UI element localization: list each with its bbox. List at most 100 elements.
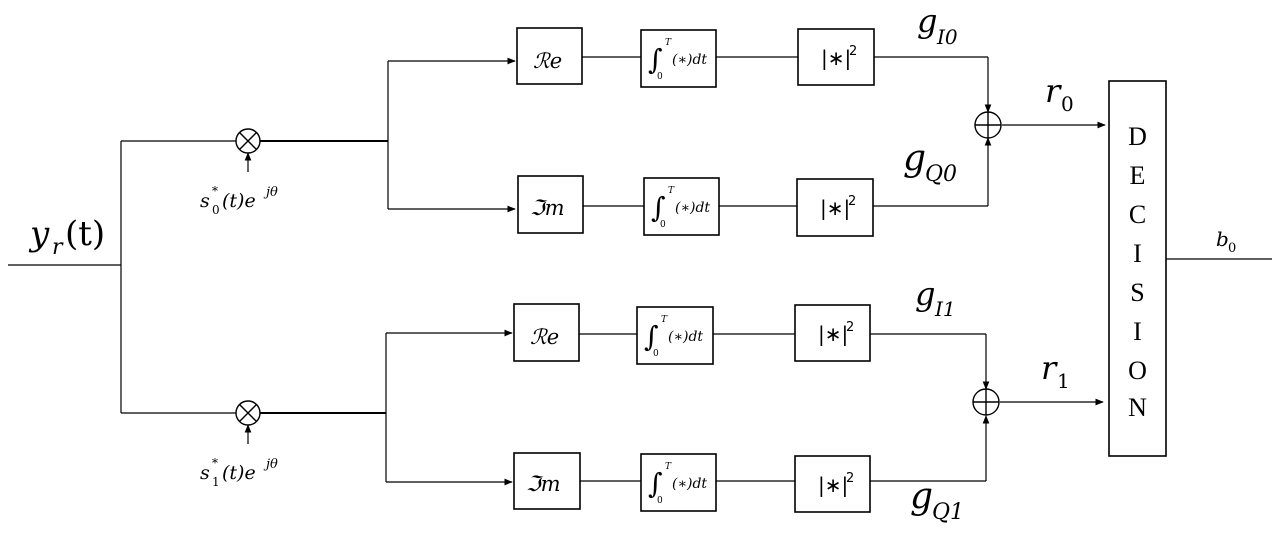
svg-text:|∗|: |∗| (818, 473, 848, 497)
summer-1 (972, 388, 1000, 416)
svg-text:T: T (665, 462, 672, 472)
squarer-block-3 (794, 455, 871, 513)
svg-text:(∗)dt: (∗)dt (668, 329, 703, 345)
re-block-0 (516, 27, 583, 85)
svg-text:(∗)dt: (∗)dt (672, 476, 707, 492)
svg-text:T: T (665, 38, 672, 48)
svg-text:I: I (1133, 239, 1142, 268)
svg-text:(∗)dt: (∗)dt (672, 52, 707, 68)
svg-text:g: g (915, 275, 935, 313)
re-block-1 (513, 303, 580, 362)
svg-text:C: C (1129, 200, 1146, 229)
summer-0 (974, 111, 1002, 139)
g-q0-label: g Q0 (903, 138, 957, 187)
svg-text:g: g (910, 476, 933, 517)
integrator-label-3: ∫ T 0 (∗)dt (648, 462, 707, 506)
decision-label: D E C I S I O N (1128, 122, 1147, 422)
svg-text:∫: ∫ (648, 43, 663, 76)
svg-text:I: I (1133, 317, 1142, 346)
svg-text:I1: I1 (934, 297, 956, 321)
svg-text:b: b (1216, 227, 1229, 251)
svg-text:|∗|: |∗| (820, 196, 850, 220)
squarer-label-0: |∗| 2 (821, 44, 857, 70)
svg-text:∫: ∫ (648, 467, 663, 500)
svg-text:I0: I0 (936, 25, 958, 49)
svg-text:0: 0 (212, 203, 220, 217)
squarer-label-2: |∗| 2 (818, 320, 854, 346)
svg-text:∫: ∫ (644, 320, 659, 353)
integrator-block-1 (643, 177, 720, 236)
svg-text:(t)e: (t)e (222, 190, 256, 212)
im-label-1: ℑm (526, 472, 561, 496)
svg-text:*: * (212, 456, 218, 470)
svg-text:0: 0 (1061, 92, 1074, 116)
svg-text:|∗|: |∗| (818, 322, 848, 346)
integrator-label-2: ∫ T 0 (∗)dt (644, 315, 703, 359)
g-i1-label: g I1 (915, 275, 956, 321)
g-q1-label: g Q1 (910, 476, 964, 525)
squarer-block-1 (796, 178, 874, 237)
squarer-label-1: |∗| 2 (820, 194, 856, 220)
re-label-1: ℛe (530, 325, 559, 349)
svg-text:s: s (200, 462, 210, 484)
b0-label: b 0 (1216, 227, 1236, 256)
svg-text:2: 2 (846, 320, 854, 335)
svg-text:S: S (1130, 278, 1144, 307)
mixer-0 (235, 128, 261, 154)
input-signal-label: y r (t) (28, 214, 105, 260)
integrator-block-2 (636, 306, 714, 365)
mixer-1 (235, 400, 261, 426)
squarer-label-3: |∗| 2 (818, 471, 854, 497)
svg-text:s: s (200, 190, 210, 212)
im-label-0: ℑm (530, 196, 565, 220)
svg-text:(∗)dt: (∗)dt (675, 200, 710, 216)
svg-text:r: r (1041, 349, 1058, 387)
svg-text:2: 2 (846, 471, 854, 486)
integrator-label-1: ∫ T 0 (∗)dt (651, 186, 710, 230)
signal-wires (8, 56, 1272, 486)
svg-text:r: r (52, 235, 64, 260)
svg-text:*: * (212, 184, 218, 198)
svg-text:1: 1 (1057, 369, 1070, 393)
svg-text:0: 0 (660, 220, 666, 230)
svg-text:g: g (917, 2, 937, 40)
svg-text:1: 1 (212, 475, 220, 489)
svg-text:E: E (1130, 161, 1146, 190)
svg-text:jθ: jθ (263, 185, 278, 200)
re-label-0: ℛe (533, 49, 562, 73)
svg-text:N: N (1128, 393, 1147, 422)
svg-text:(t): (t) (65, 214, 105, 254)
svg-text:∫: ∫ (651, 191, 666, 224)
svg-text:O: O (1128, 356, 1147, 385)
svg-text:|∗|: |∗| (821, 46, 851, 70)
svg-text:0: 0 (657, 496, 663, 506)
reference-signal-0-label: s * 0 (t)e jθ (200, 184, 278, 217)
im-block-1 (513, 452, 581, 510)
svg-text:2: 2 (848, 194, 856, 209)
svg-text:r: r (1045, 72, 1062, 110)
svg-text:jθ: jθ (263, 457, 278, 472)
reference-signal-1-label: s * 1 (t)e jθ (200, 456, 278, 489)
svg-text:0: 0 (1228, 241, 1236, 256)
im-block-0 (517, 175, 584, 234)
svg-text:Q0: Q0 (925, 162, 957, 187)
svg-text:0: 0 (653, 349, 659, 359)
svg-text:T: T (661, 315, 668, 325)
integrator-label-0: ∫ T 0 (∗)dt (648, 38, 707, 82)
r0-label: r 0 (1045, 72, 1074, 116)
integrator-block-3 (640, 453, 717, 512)
svg-text:T: T (668, 186, 675, 196)
svg-text:y: y (28, 214, 50, 254)
svg-text:D: D (1128, 122, 1147, 151)
svg-text:Q1: Q1 (932, 500, 964, 525)
svg-text:0: 0 (657, 72, 663, 82)
svg-text:(t)e: (t)e (222, 462, 256, 484)
integrator-block-0 (640, 29, 717, 88)
svg-text:g: g (903, 138, 926, 179)
r1-label: r 1 (1041, 349, 1070, 393)
squarer-block-0 (797, 28, 875, 86)
squarer-block-2 (794, 304, 871, 362)
decision-block (1108, 80, 1167, 457)
g-i0-label: g I0 (917, 2, 958, 49)
